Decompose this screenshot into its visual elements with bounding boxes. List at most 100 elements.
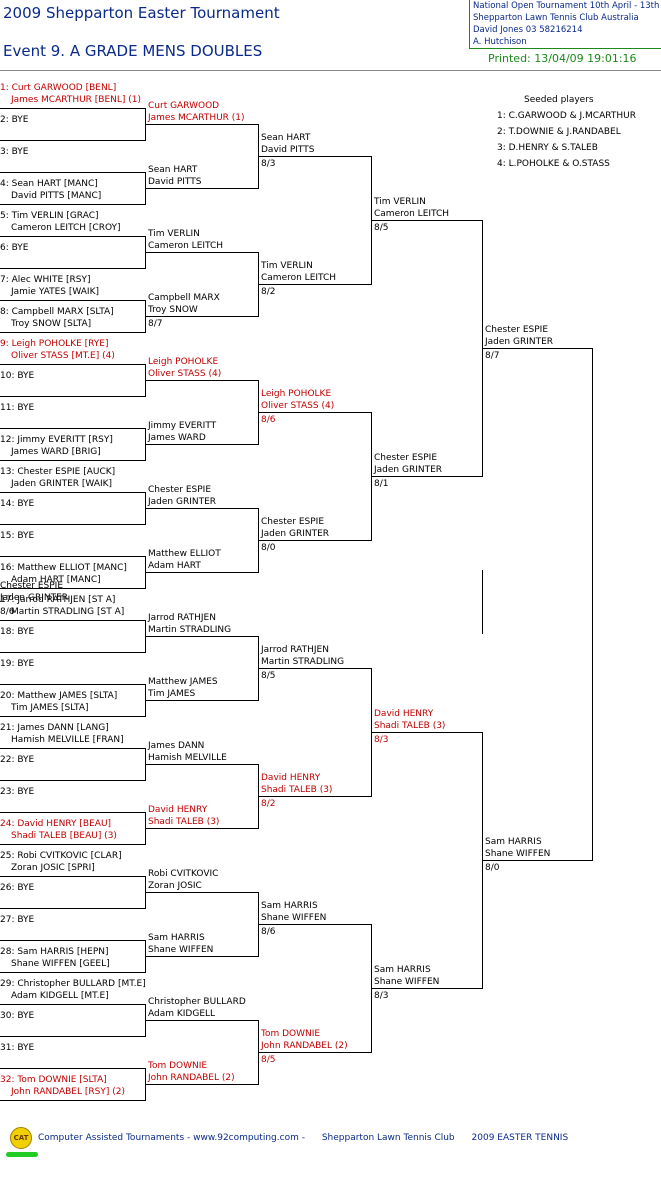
match-score: 8/7 (485, 351, 500, 361)
partner-name: Shadi TALEB (3) (148, 817, 220, 827)
draw-line (371, 220, 482, 221)
partner-name: Cameron LEITCH (148, 241, 224, 251)
draw-line (258, 412, 371, 413)
footer: Computer Assisted Tournaments - www.92co… (38, 1133, 582, 1143)
player-name: Chester ESPIE (261, 517, 325, 527)
draw-line (145, 124, 258, 125)
partner-name: James WARD (148, 433, 206, 443)
partner-name: Jaden GRINTER (0, 593, 69, 603)
player-name: David HENRY (261, 773, 321, 783)
draw-line (371, 476, 482, 477)
partner-name: David PITTS (261, 145, 315, 155)
entry-line1: 3: BYE (0, 147, 29, 157)
draw-line (0, 588, 145, 589)
player-name: Chester ESPIE (148, 485, 212, 495)
partner-name: Shane WIFFEN (374, 977, 440, 987)
player-name: Leigh POHOLKE (148, 357, 219, 367)
tournament-info-box: National Open Tournament 10th April - 13… (469, 0, 661, 49)
entry-line1: 1: Curt GARWOOD [BENL] (0, 83, 117, 93)
match-score: 8/1 (374, 479, 389, 489)
entry-line1: 2: BYE (0, 115, 29, 125)
partner-name: Martin STRADLING (261, 657, 345, 667)
entry-line1: 11: BYE (0, 403, 35, 413)
player-name: Tim VERLIN (148, 229, 200, 239)
entry-line2: Adam KIDGELL [MT.E] (11, 991, 109, 1001)
printed-timestamp: Printed: 13/04/09 19:01:16 (488, 52, 637, 65)
info-line: David Jones 03 58216214 (473, 25, 583, 35)
match-score: 8/2 (261, 799, 276, 809)
info-line: A. Hutchison (473, 37, 527, 47)
player-name: Tom DOWNIE (148, 1061, 208, 1071)
entry-line2: Tim JAMES [SLTA] (11, 703, 89, 713)
entry-line1: 19: BYE (0, 659, 35, 669)
player-name: Sean HART (261, 133, 311, 143)
player-name: Jimmy EVERITT (148, 421, 217, 431)
player-name: Chester ESPIE (374, 453, 438, 463)
draw-line (258, 156, 371, 157)
draw-line (0, 204, 145, 205)
partner-name: Oliver STASS (4) (148, 369, 222, 379)
partner-name: Jaden GRINTER (148, 497, 217, 507)
draw-line (258, 1052, 371, 1053)
draw-line (0, 1068, 145, 1069)
draw-line (0, 716, 145, 717)
entry-line1: 28: Sam HARRIS [HEPN] (0, 947, 109, 957)
draw-line (0, 652, 145, 653)
draw-line (0, 844, 145, 845)
draw-line (258, 284, 371, 285)
match-score: 8/6 (0, 607, 15, 617)
match-score: 8/3 (261, 159, 276, 169)
entry-line1: 25: Robi CVITKOVIC [CLAR] (0, 851, 122, 861)
partner-name: Jaden GRINTER (374, 465, 443, 475)
entry-line2: Shadi TALEB [BEAU] (3) (11, 831, 117, 841)
draw-line (0, 1036, 145, 1037)
bracket-connector (592, 348, 593, 861)
entry-line2: Jamie YATES [WAIK] (11, 287, 99, 297)
draw-line (258, 668, 371, 669)
match-score: 8/7 (148, 319, 163, 329)
entry-line2: Hamish MELVILLE [FRAN] (11, 735, 124, 745)
partner-name: John RANDABEL (2) (148, 1073, 235, 1083)
player-name: Jarrod RATHJEN (148, 613, 216, 623)
match-score: 8/3 (374, 991, 389, 1001)
partner-name: Hamish MELVILLE (148, 753, 227, 763)
draw-line (258, 924, 371, 925)
player-name: Christopher BULLARD (148, 997, 246, 1007)
player-name: Campbell MARX (148, 293, 220, 303)
partner-name: Zoran JOSIC (148, 881, 202, 891)
partner-name: Adam KIDGELL (148, 1009, 216, 1019)
partner-name: James MCARTHUR (1) (148, 113, 245, 123)
partner-name: Shane WIFFEN (148, 945, 214, 955)
player-name: Sam HARRIS (261, 901, 318, 911)
draw-line (145, 636, 258, 637)
partner-name: Adam HART (148, 561, 201, 571)
entry-line2: Troy SNOW [SLTA] (11, 319, 92, 329)
entry-line1: 4: Sean HART [MANC] (0, 179, 98, 189)
cat-logo: CAT (10, 1127, 32, 1149)
match-score: 8/3 (374, 735, 389, 745)
match-score: 8/2 (261, 287, 276, 297)
draw-line (0, 460, 145, 461)
draw-line (0, 780, 145, 781)
entry-line2: James MCARTHUR [BENL] (1) (11, 95, 142, 105)
draw-line (0, 908, 145, 909)
draw-line (145, 380, 258, 381)
partner-name: Oliver STASS (4) (261, 401, 335, 411)
draw-line (145, 892, 258, 893)
partner-name: Shane WIFFEN (261, 913, 327, 923)
draw-line (371, 988, 482, 989)
draw-line (0, 140, 145, 141)
seeds-title: Seeded players (524, 95, 594, 105)
draw-line (0, 556, 145, 557)
entry-line2: Zoran JOSIC [SPRI] (11, 863, 95, 873)
draw-line (0, 876, 145, 877)
entry-line1: 27: BYE (0, 915, 35, 925)
player-name: Sam HARRIS (374, 965, 431, 975)
entry-line1: 24: David HENRY [BEAU] (0, 819, 112, 829)
draw-line (145, 316, 258, 317)
footer-software: Computer Assisted Tournaments - www.92co… (38, 1133, 305, 1143)
player-name: Tom DOWNIE (261, 1029, 321, 1039)
draw-line (0, 396, 145, 397)
player-name: Tim VERLIN (374, 197, 426, 207)
entry-line1: 29: Christopher BULLARD [MT.E] (0, 979, 146, 989)
